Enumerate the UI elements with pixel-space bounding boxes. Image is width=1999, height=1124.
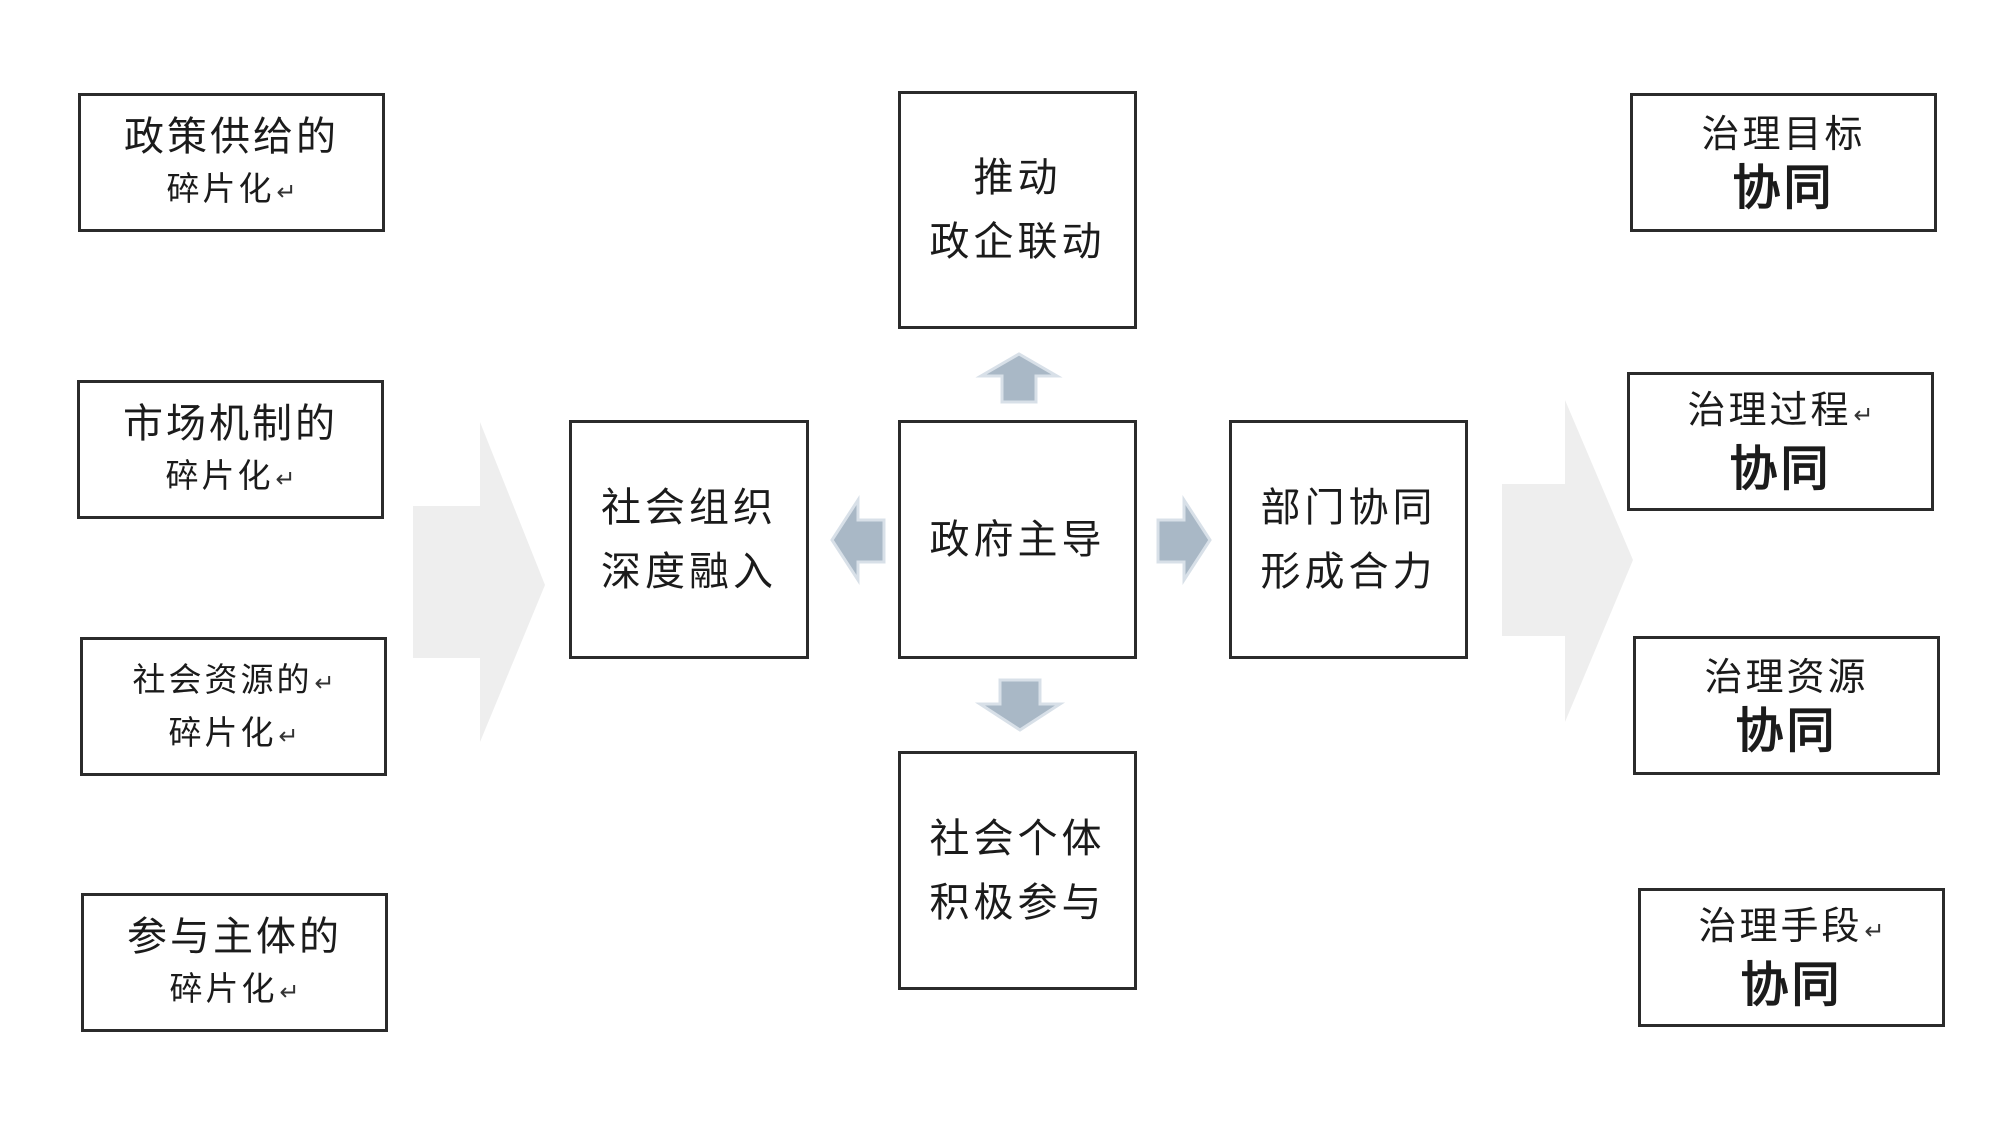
right-box-line2: 协同 <box>1735 702 1838 759</box>
left-box-line2: 碎片化↵ <box>166 169 297 208</box>
left-box-line1: 社会资源的↵ <box>132 659 335 699</box>
small-arrow-up <box>975 352 1063 404</box>
right-box-resources: 治理资源 协同 <box>1633 636 1940 775</box>
right-box-line1: 治理过程↵ <box>1687 388 1874 432</box>
left-box-line2: 碎片化↵ <box>168 712 299 752</box>
return-mark-icon: ↵ <box>1864 917 1885 945</box>
right-box-line1: 治理手段↵ <box>1698 904 1885 948</box>
center-top-line2: 政企联动 <box>929 219 1106 265</box>
center-right-line1: 部门协同 <box>1260 484 1437 531</box>
center-left-line1: 社会组织 <box>601 484 777 531</box>
center-right-box: 部门协同 形成合力 <box>1229 420 1468 659</box>
return-mark-icon: ↵ <box>275 465 296 493</box>
right-box-means: 治理手段↵ 协同 <box>1638 888 1945 1027</box>
left-box-resources: 社会资源的↵ 碎片化↵ <box>80 637 387 776</box>
center-core-label: 政府主导 <box>929 516 1106 563</box>
small-arrow-right <box>1156 494 1212 586</box>
center-top-line1: 推动 <box>973 155 1062 201</box>
return-mark-icon: ↵ <box>279 978 300 1006</box>
center-bottom-line1: 社会个体 <box>929 815 1106 862</box>
return-mark-icon: ↵ <box>314 668 335 697</box>
right-box-process: 治理过程↵ 协同 <box>1627 372 1934 511</box>
right-box-line1: 治理目标 <box>1701 111 1866 156</box>
center-left-line2: 深度融入 <box>601 548 777 595</box>
right-box-line2: 协同 <box>1732 159 1835 216</box>
center-top-box: 推动 政企联动 <box>898 91 1137 329</box>
right-box-goals: 治理目标 协同 <box>1630 93 1937 232</box>
right-box-line1: 治理资源 <box>1704 654 1869 699</box>
left-box-participants: 参与主体的 碎片化↵ <box>81 893 388 1032</box>
center-core-box: 政府主导 <box>898 420 1137 659</box>
left-box-line1: 政策供给的 <box>124 114 339 160</box>
left-box-line1: 市场机制的 <box>123 401 338 447</box>
left-box-market: 市场机制的 碎片化↵ <box>77 380 384 519</box>
big-arrow-right <box>1502 400 1633 722</box>
center-bottom-box: 社会个体 积极参与 <box>898 751 1137 990</box>
center-left-box: 社会组织 深度融入 <box>569 420 809 659</box>
right-box-line2: 协同 <box>1729 441 1832 497</box>
big-arrow-left <box>413 422 545 742</box>
left-box-policy: 政策供给的 碎片化↵ <box>78 93 385 232</box>
return-mark-icon: ↵ <box>278 721 299 750</box>
left-box-line2: 碎片化↵ <box>169 969 300 1008</box>
left-box-line1: 参与主体的 <box>127 914 342 960</box>
left-box-line2: 碎片化↵ <box>165 456 296 495</box>
right-box-line2: 协同 <box>1740 957 1843 1013</box>
return-mark-icon: ↵ <box>276 178 297 206</box>
return-mark-icon: ↵ <box>1853 401 1874 429</box>
small-arrow-down <box>974 678 1066 732</box>
center-right-line2: 形成合力 <box>1260 548 1437 595</box>
small-arrow-left <box>830 494 886 586</box>
center-bottom-line2: 积极参与 <box>929 879 1106 926</box>
